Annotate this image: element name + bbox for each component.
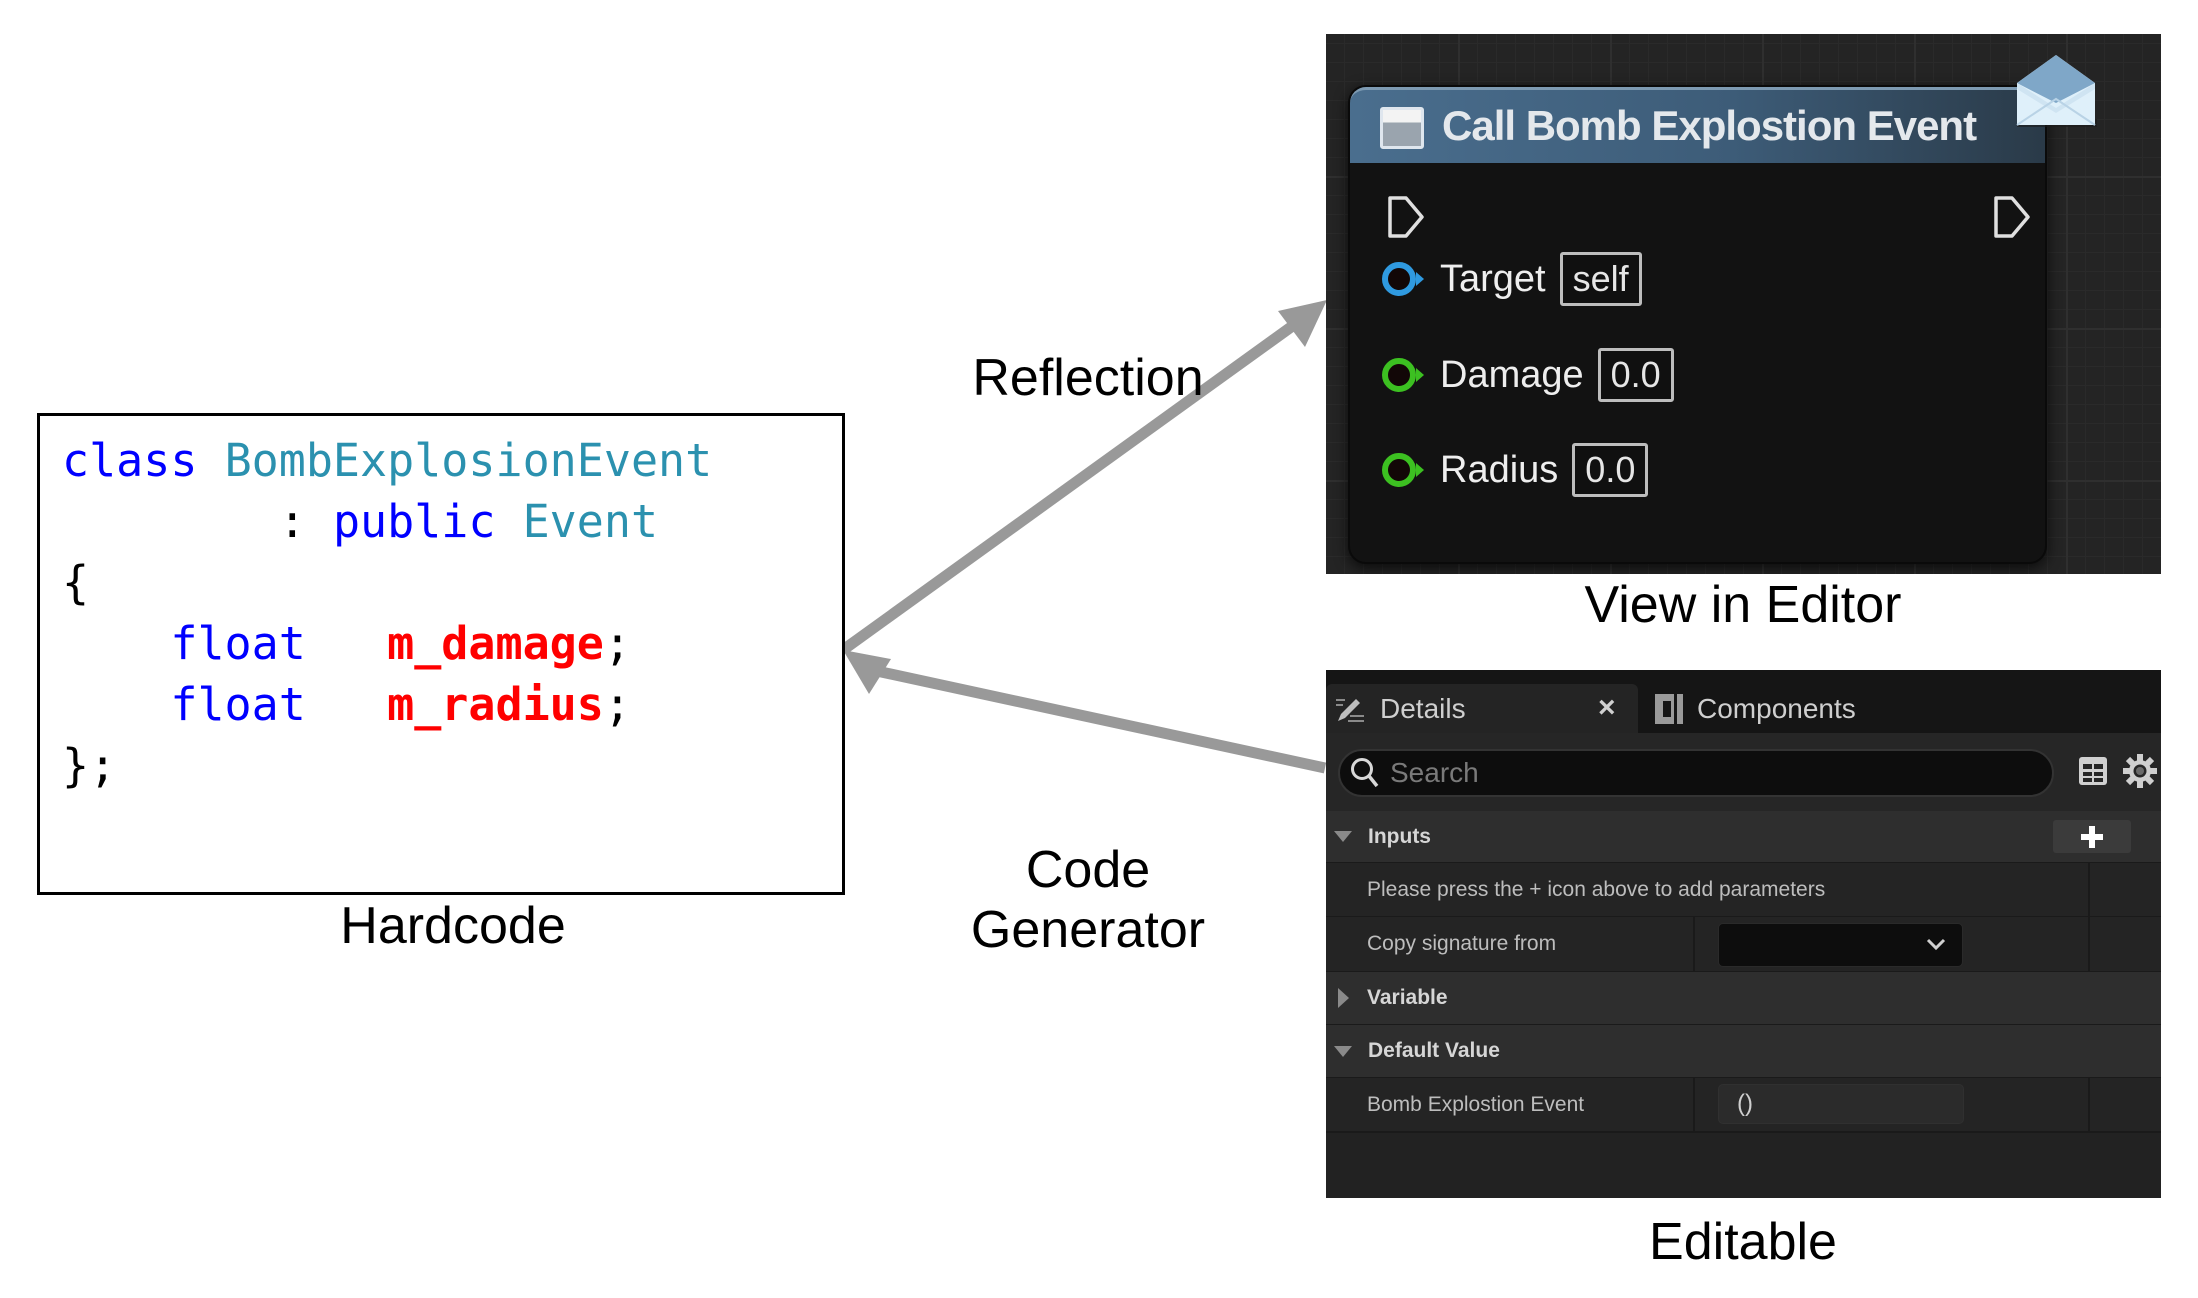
blueprint-graph[interactable]: Call Bomb Explostion Event Target self D… — [1326, 34, 2161, 574]
keyword-public: public — [332, 495, 496, 548]
code-generator-arrow-shaft — [870, 664, 1327, 774]
caption-view-in-editor: View in Editor — [1584, 576, 1902, 634]
inherit-colon: : — [278, 495, 333, 548]
column-divider — [2088, 917, 2090, 971]
tab-details[interactable]: Details × — [1326, 684, 1638, 733]
member-name: m_radius — [387, 678, 604, 731]
tab-label: Components — [1697, 692, 1856, 724]
pin-row-target[interactable]: Target self — [1382, 251, 1642, 307]
pin-label: Target — [1440, 257, 1546, 300]
member-name: m_damage — [387, 617, 604, 670]
exec-out-pin-icon[interactable] — [1992, 194, 2032, 240]
section-variable[interactable]: Variable — [1326, 972, 2161, 1026]
function-icon — [1380, 107, 1424, 149]
copy-signature-row: Copy signature from — [1326, 917, 2161, 973]
column-divider[interactable] — [1693, 917, 1695, 971]
caption-code: Code — [1025, 841, 1151, 899]
code-line-member: float m_damage; — [62, 617, 631, 670]
view-options-table-icon[interactable] — [2078, 755, 2108, 787]
inputs-message-row: Please press the + icon above to add par… — [1326, 863, 2161, 918]
components-icon — [1655, 693, 1683, 724]
node-title: Call Bomb Explostion Event — [1442, 102, 1977, 149]
code-line: class BombExplosionEvent — [62, 434, 712, 487]
column-divider[interactable] — [1693, 1078, 1695, 1131]
section-inputs[interactable]: Inputs — [1326, 811, 2161, 864]
node-header[interactable]: Call Bomb Explostion Event — [1350, 87, 2045, 163]
pin-label: Radius — [1440, 448, 1559, 491]
default-value-input[interactable] — [1718, 1084, 1964, 1124]
search-row — [1326, 733, 2161, 811]
search-input[interactable] — [1388, 756, 1992, 790]
search-icon — [1351, 758, 1379, 788]
pin-default-value[interactable]: 0.0 — [1597, 348, 1674, 402]
section-label: Inputs — [1368, 824, 1431, 848]
code-generator-arrow-head — [843, 650, 891, 694]
caption-reflection: Reflection — [972, 349, 1204, 407]
class-name: BombExplosionEvent — [224, 434, 713, 487]
column-divider — [2088, 863, 2090, 916]
property-label: Bomb Explostion Event — [1367, 1092, 1585, 1116]
column-divider — [2088, 1078, 2090, 1131]
close-tab-icon[interactable]: × — [1598, 691, 1616, 724]
exec-in-pin-icon[interactable] — [1386, 194, 1426, 240]
hardcode-code-box: class BombExplosionEvent : public Event … — [37, 413, 845, 895]
code-generator-arrow — [843, 650, 1327, 774]
base-class-name: Event — [522, 495, 659, 548]
section-label: Default Value — [1368, 1039, 1500, 1062]
close-brace: }; — [62, 739, 117, 792]
code-line-member: float m_radius; — [62, 678, 631, 731]
property-label: Copy signature from — [1367, 932, 1557, 955]
pin-row-radius[interactable]: Radius 0.0 — [1382, 442, 1649, 498]
chevron-down-icon — [1926, 938, 1946, 951]
pin-label: Damage — [1440, 353, 1584, 396]
pin-row-damage[interactable]: Damage 0.0 — [1382, 347, 1674, 403]
caption-hardcode: Hardcode — [340, 897, 566, 955]
code-listing: class BombExplosionEvent : public Event … — [62, 430, 712, 796]
float-pin-icon[interactable] — [1382, 453, 1424, 487]
open-brace: { — [62, 556, 90, 609]
pin-default-value[interactable]: 0.0 — [1572, 443, 1649, 497]
tab-label: Details — [1380, 692, 1466, 724]
terminator: ; — [603, 617, 631, 670]
default-value-row: Bomb Explostion Event — [1326, 1078, 2161, 1133]
code-line: : public Event — [62, 495, 658, 548]
plus-icon — [2081, 825, 2103, 848]
search-field[interactable] — [1338, 749, 2054, 797]
pin-default-value[interactable]: self — [1559, 252, 1642, 306]
caption-editable: Editable — [1649, 1213, 1837, 1271]
settings-gear-icon[interactable] — [2123, 753, 2157, 789]
tab-components[interactable]: Components — [1644, 684, 1924, 733]
expanded-arrow-icon[interactable] — [1334, 831, 1352, 842]
details-pencil-icon — [1336, 698, 1364, 722]
section-default-value[interactable]: Default Value — [1326, 1025, 2161, 1079]
member-type: float — [170, 678, 306, 731]
float-pin-icon[interactable] — [1382, 358, 1424, 392]
collapsed-arrow-icon[interactable] — [1338, 988, 1349, 1008]
copy-signature-dropdown[interactable] — [1718, 923, 1963, 967]
expanded-arrow-icon[interactable] — [1334, 1045, 1352, 1057]
object-pin-icon[interactable] — [1382, 262, 1424, 296]
terminator: ; — [603, 678, 631, 731]
caption-generator: Generator — [970, 901, 1206, 959]
keyword-class: class — [62, 434, 198, 487]
section-label: Variable — [1367, 986, 1448, 1009]
inputs-hint-text: Please press the + icon above to add par… — [1367, 877, 1826, 901]
add-parameter-button[interactable] — [2053, 820, 2131, 853]
call-event-node[interactable]: Call Bomb Explostion Event Target self D… — [1348, 85, 2047, 564]
reflection-arrow-head — [1278, 300, 1327, 347]
tab-bar: Details × Components — [1326, 670, 2161, 733]
member-type: float — [170, 617, 306, 670]
message-envelope-icon — [2016, 55, 2097, 127]
details-panel: Details × Components — [1326, 670, 2161, 1198]
